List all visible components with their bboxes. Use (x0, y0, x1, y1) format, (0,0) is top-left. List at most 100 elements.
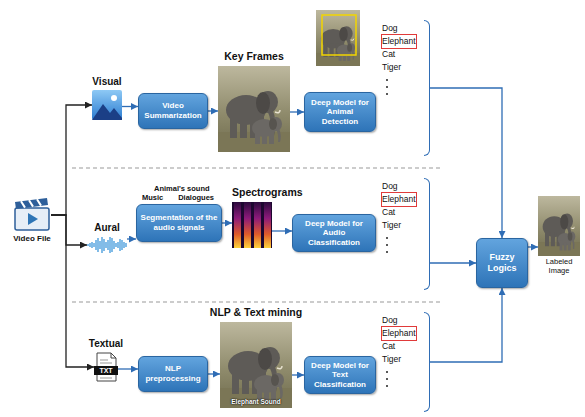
list-item: Dog (382, 314, 398, 327)
box-shape: Video Summarization (138, 93, 208, 129)
aural-icon: Aural (84, 222, 130, 254)
nlp-image: NLP & Text miningElephant Sound (204, 306, 308, 408)
connector-arrow (222, 222, 232, 223)
box-heading: Animal's sound (154, 184, 222, 193)
ellipsis (382, 237, 420, 253)
list-item: Tiger (382, 353, 401, 366)
list-item: Elephant (382, 35, 416, 48)
box-shape: Deep Model for Animal Detection (304, 92, 376, 132)
connector-arrow (208, 110, 218, 111)
connector-arrow (51, 105, 92, 215)
connector-arrow (272, 230, 292, 231)
connector-arrow (290, 111, 304, 112)
list-bracket (424, 20, 430, 156)
connector-arrow (430, 288, 502, 362)
box-label: Fuzzy Logics (480, 252, 524, 274)
image-title: Spectrograms (232, 186, 306, 199)
visual-icon: Visual (86, 76, 128, 120)
connector-arrow (528, 246, 538, 247)
box-label: NLP preprocessing (142, 364, 204, 383)
connector-arrow (292, 374, 304, 375)
connector-arrow (51, 215, 94, 367)
box-label: Deep Model for Audio Classification (296, 219, 372, 248)
box-heading: Dialogues (178, 193, 214, 202)
ellipsis-dot (386, 385, 388, 387)
textual-icon: TextualTXT (84, 338, 128, 382)
separator-line (72, 302, 440, 303)
ellipsis (382, 371, 420, 387)
list-item: Tiger (382, 219, 401, 232)
ellipsis-dot (386, 86, 388, 88)
class-list: DogElephantCatTiger (382, 178, 430, 290)
list-item: Dog (382, 180, 398, 193)
image-frame: Elephant Sound (220, 322, 292, 408)
process-box: NLP preprocessing (138, 356, 208, 392)
icon-frame (13, 198, 51, 232)
box-label: Deep Model for Text Classification (308, 361, 372, 390)
box-label: Deep Model for Animal Detection (308, 98, 372, 127)
list-item: Elephant (382, 327, 416, 340)
connector-arrow (127, 238, 136, 239)
icon-label: Video File (6, 234, 58, 243)
list-item: Tiger (382, 61, 401, 74)
image-frame (218, 66, 290, 152)
nlp-image-art (220, 322, 292, 408)
list-item: Elephant (382, 193, 416, 206)
list-bracket (424, 178, 430, 290)
box-label: Video Summarization (142, 101, 204, 120)
connector-arrow (430, 88, 502, 238)
list-item: Dog (382, 22, 398, 35)
ellipsis-dot (386, 93, 388, 95)
icon-frame (538, 196, 580, 256)
image-frame (232, 202, 272, 248)
box-label: Segmentation of the audio signals (140, 213, 218, 232)
box-shape: NLP preprocessing (138, 356, 208, 392)
class-list: DogElephantCatTiger (382, 312, 430, 412)
icon-frame: TXT (94, 352, 118, 382)
process-box: Deep Model for Text Classification (304, 356, 376, 394)
process-box: Deep Model for Animal Detection (304, 92, 376, 132)
spectrogram-image-art (232, 202, 272, 248)
labeled-image: Labeled Image (536, 196, 582, 275)
image-title: NLP & Text mining (204, 306, 308, 319)
icon-label: Textual (84, 338, 128, 350)
box-shape: Segmentation of the audio signals (136, 204, 222, 242)
process-box: Animal's soundMusic DialoguesSegmentation… (136, 184, 222, 242)
icon-label: Labeled Image (536, 258, 582, 275)
connector-arrow (51, 215, 87, 245)
list-item: Cat (382, 340, 395, 353)
ellipsis-dot (386, 237, 388, 239)
list-bracket (424, 312, 430, 412)
visual-icon-art (92, 90, 122, 120)
ellipsis-dot (386, 251, 388, 253)
box-shape: Fuzzy Logics (476, 238, 528, 288)
process-box: Deep Model for Audio Classification (292, 214, 376, 252)
icon-frame (87, 236, 127, 254)
ellipsis-dot (386, 378, 388, 380)
separator-line (72, 168, 440, 169)
heading-block: Animal's soundMusic Dialogues (136, 184, 222, 202)
icon-label: Aural (84, 222, 130, 234)
list-item: Cat (382, 48, 395, 61)
list-item: Cat (382, 206, 395, 219)
fuzzy-box: Fuzzy Logics (476, 238, 528, 288)
connector-arrow (118, 368, 138, 369)
key-frames-image-art (218, 66, 290, 152)
ellipsis-dot (386, 371, 388, 373)
ellipsis-dot (386, 79, 388, 81)
icon-frame (92, 90, 122, 120)
connector-arrow (122, 106, 138, 107)
process-box: Video Summarization (138, 93, 208, 129)
aural-icon-art (87, 236, 127, 254)
ellipsis-dot (386, 244, 388, 246)
video-file-icon: Video File (6, 198, 58, 243)
icon-label: Visual (86, 76, 128, 88)
icon-band-text: TXT (94, 366, 118, 375)
connector-arrow (208, 373, 220, 374)
box-shape: Deep Model for Audio Classification (292, 214, 376, 252)
box-heading: Music (142, 193, 163, 202)
heading-row: Animal's sound (136, 184, 222, 193)
connector-arrow (430, 262, 476, 263)
